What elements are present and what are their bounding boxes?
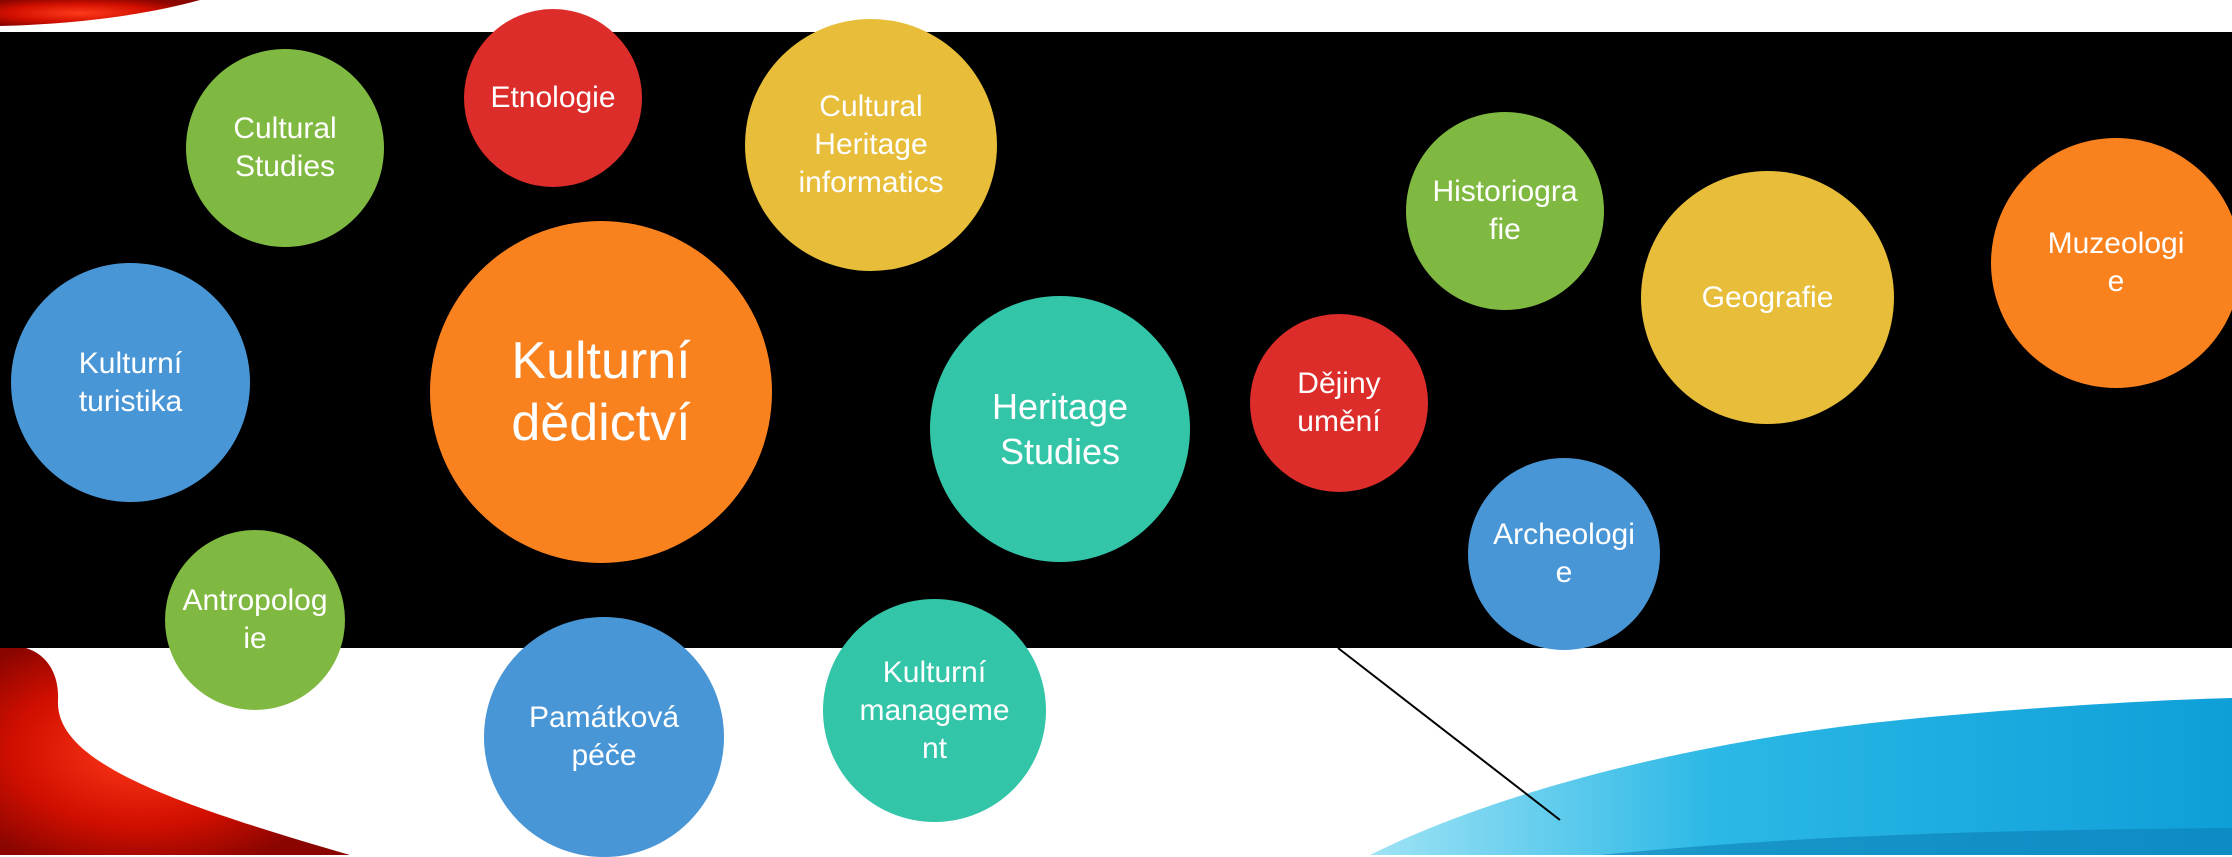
bubble-historiografie: Historiogra fie [1406, 112, 1604, 310]
bubble-kulturni-dedictvi: Kulturní dědictví [430, 221, 772, 563]
bubble-label: Muzeologi e [2047, 227, 2185, 298]
bubble-pamatkova-pece: Památková péče [484, 617, 724, 857]
bubble-etnologie: Etnologie [464, 9, 642, 187]
bubble-label: Dějiny umění [1297, 367, 1381, 438]
bubble-label: Heritage Studies [991, 386, 1129, 472]
bubble-label: Kulturní dědictví [511, 332, 691, 452]
bubble-kulturni-management: Kulturní manageme nt [823, 599, 1046, 822]
bubble-antropologie: Antropolog ie [165, 530, 345, 710]
bubble-heritage-studies: Heritage Studies [930, 296, 1190, 562]
bubble-label: Kulturní manageme nt [859, 655, 1010, 765]
bubble-kulturni-turistika: Kulturní turistika [11, 263, 250, 502]
bubble-label: Archeologi e [1493, 518, 1635, 589]
bubble-dejiny-umeni: Dějiny umění [1250, 314, 1428, 492]
connector-line [1337, 647, 1561, 821]
bubble-label: Etnologie [490, 81, 616, 114]
blue-wave [1370, 698, 2232, 855]
bubble-archeologie: Archeologi e [1468, 458, 1660, 650]
bubble-label: Kulturní turistika [78, 346, 183, 418]
bubble-label: Cultural Studies [233, 112, 337, 183]
bubble-muzeologie: Muzeologi e [1991, 138, 2232, 388]
bubble-label: Historiogra fie [1432, 175, 1578, 246]
bubble-label: Antropolog ie [182, 584, 328, 655]
bubble-geografie: Geografie [1641, 171, 1894, 424]
bubble-cultural-heritage-informatics: Cultural Heritage informatics [745, 19, 997, 271]
red-swirl-top [0, 0, 200, 26]
bubble-label: Geografie [1701, 280, 1834, 314]
blue-wave-dark [1600, 828, 2232, 855]
bubble-label: Památková péče [528, 701, 680, 772]
bubble-cultural-studies: Cultural Studies [186, 49, 384, 247]
bubble-label: Cultural Heritage informatics [798, 90, 944, 199]
